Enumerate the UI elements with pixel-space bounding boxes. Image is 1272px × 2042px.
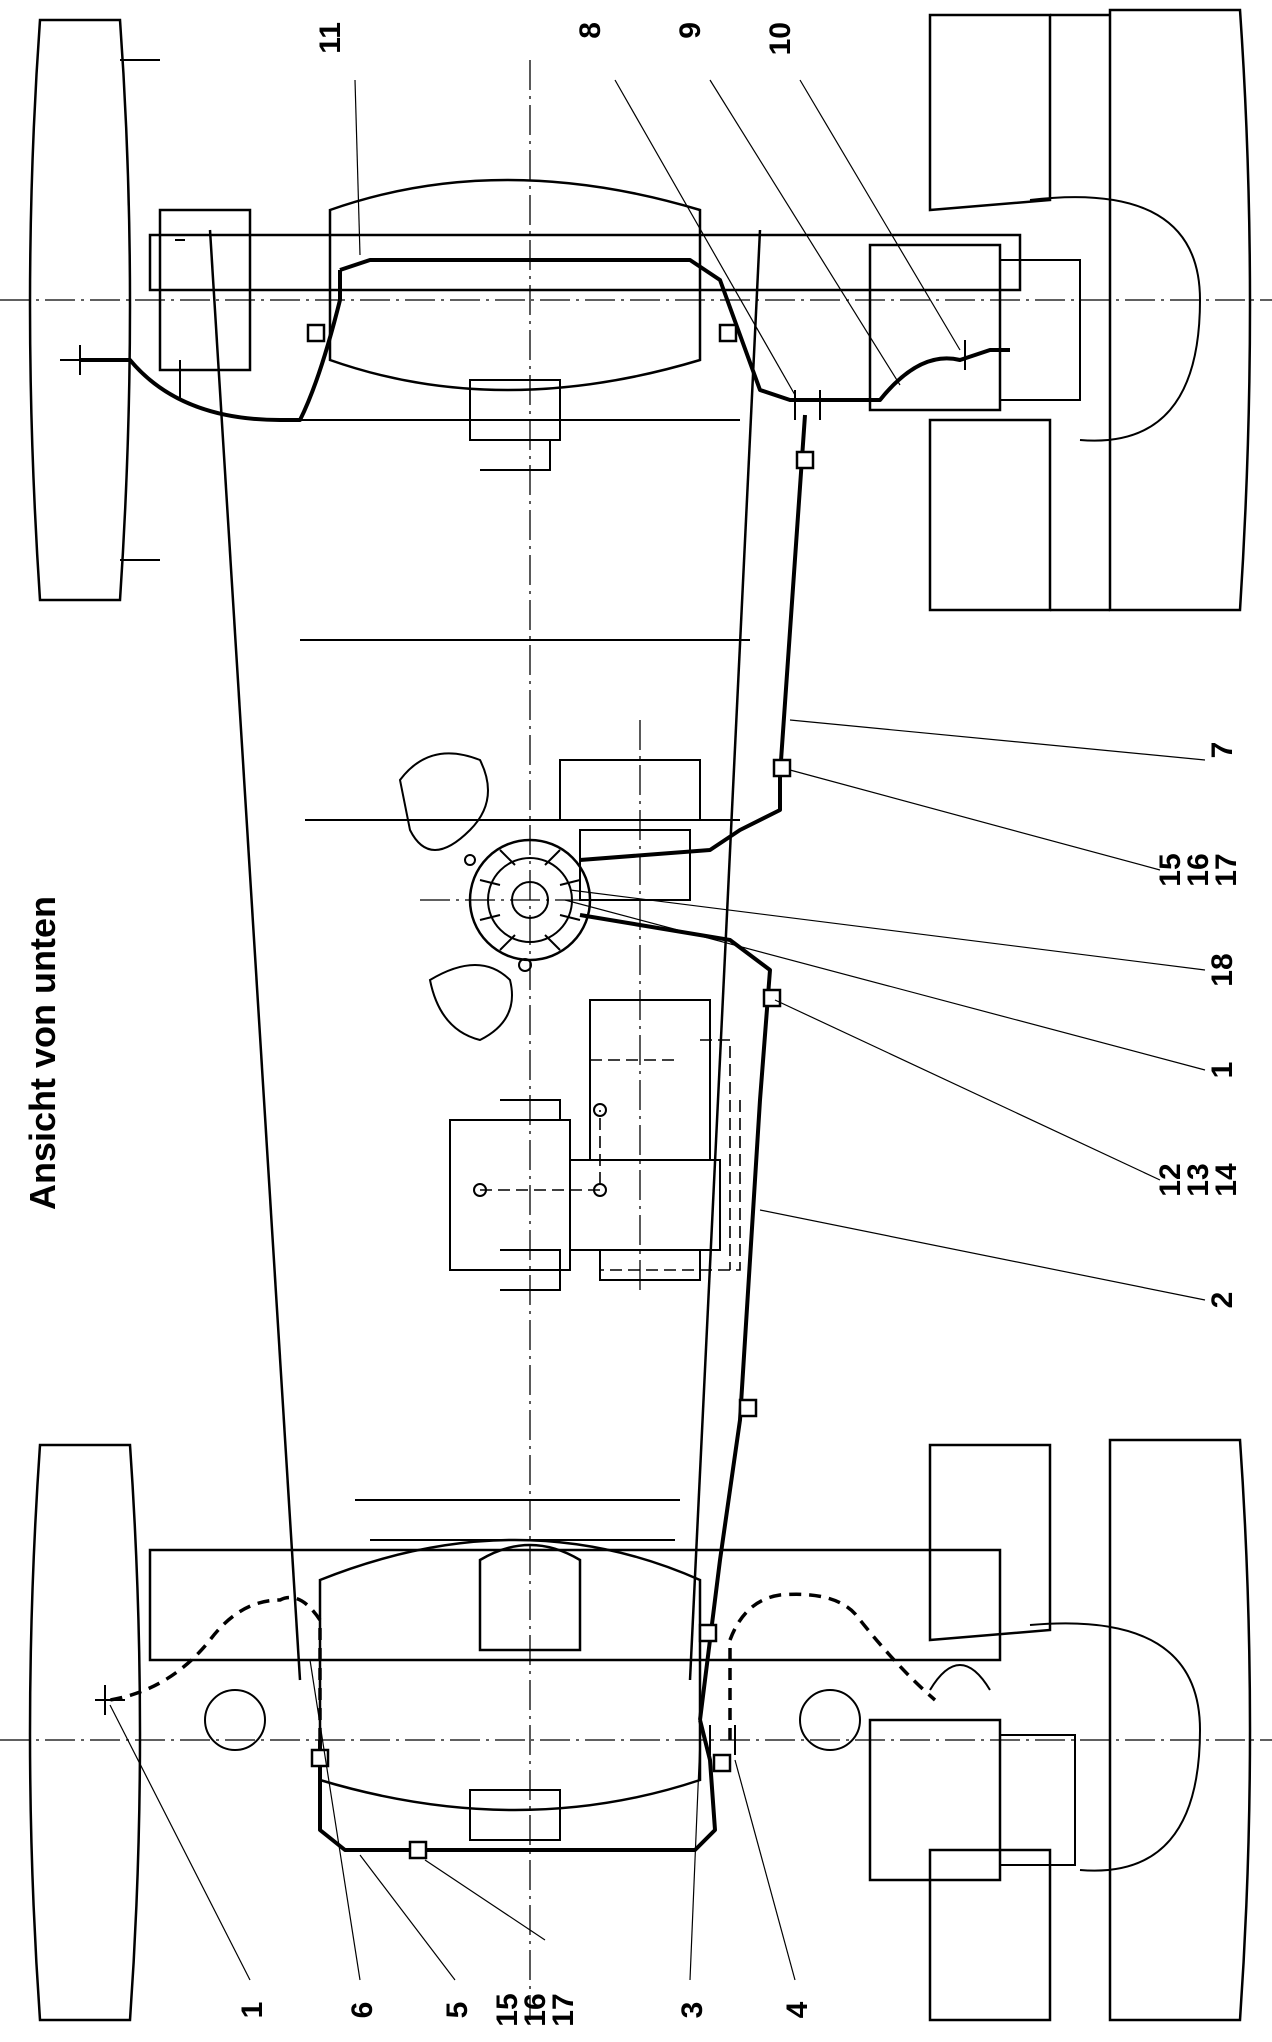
clip [762,988,782,1008]
callout-10: 10 [764,22,797,55]
clip [738,1398,758,1418]
wheel-rear-left [28,18,160,602]
callout-4: 4 [781,2001,814,2018]
callout-11: 11 [314,22,347,54]
brake-line-2 [579,913,772,1721]
callout-16-bottom: 16 [519,1993,552,2026]
distributor-valve [464,849,581,972]
front-axle [148,1538,1076,1882]
callout-1-right: 1 [1206,1062,1239,1079]
pipe-clips [306,323,815,1860]
clip [718,323,738,343]
callout-15-bottom: 15 [491,1993,524,2026]
callout-12: 12 [1154,1163,1187,1196]
brake-line-7 [579,414,807,862]
clip [306,323,326,343]
callout-15-top: 15 [1154,853,1187,886]
callout-14: 14 [1210,1163,1243,1197]
brake-line-rear-axle [339,258,800,402]
callout-13: 13 [1182,1163,1215,1196]
view-title: Ansicht von unten [22,896,63,1210]
callout-6: 6 [346,2002,379,2019]
clip [310,1748,330,1768]
callout-labels: 11 8 9 10 7 15 16 17 18 1 12 13 14 2 1 6… [236,22,1243,2027]
callout-5: 5 [441,2002,474,2019]
callout-1-left: 1 [236,2002,269,2019]
brake-line-rear-left [60,270,342,422]
center-lines [0,60,1272,2020]
clip [795,450,815,470]
clip [772,758,792,778]
callout-8: 8 [574,22,607,39]
rear-axle [148,178,1081,471]
wheel-rear-right-dual [928,8,1252,612]
callout-3: 3 [676,2002,709,2019]
callout-2: 2 [1206,1292,1239,1309]
leader-lines [109,79,1206,1981]
callout-9: 9 [674,22,707,39]
transmission-block [398,752,741,1291]
clip [698,1623,718,1643]
clip [408,1840,428,1860]
brake-line-rear-right [794,340,1010,420]
callout-7: 7 [1206,742,1239,759]
wheel-front-left [28,1443,142,2022]
brake-line-front-right-hose [709,1592,937,1755]
callout-17-top: 17 [1210,853,1243,886]
callout-17-bottom: 17 [547,1993,580,2026]
clip [712,1753,732,1773]
callout-16-top: 16 [1182,853,1215,886]
wheel-front-right-dual [928,1438,1252,2022]
chassis-frame [208,229,762,1681]
callout-18: 18 [1206,953,1239,986]
brake-line-front-left-hose [95,1595,322,1740]
